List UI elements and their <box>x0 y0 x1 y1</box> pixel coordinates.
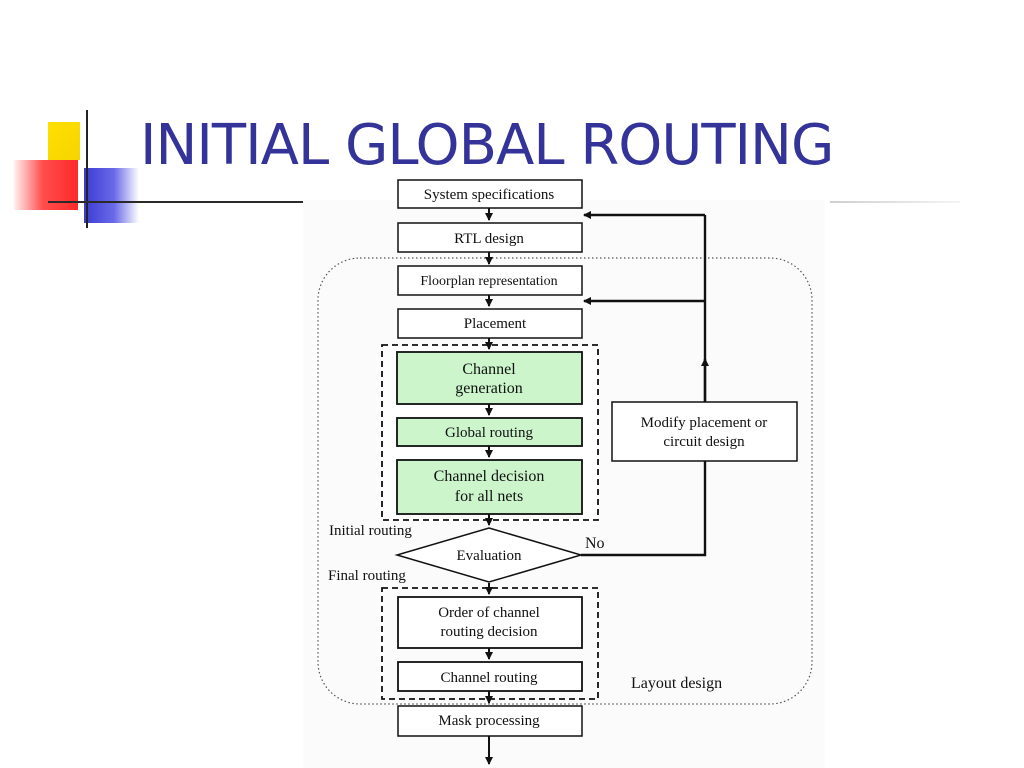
node-mask-processing-label: Mask processing <box>438 713 540 729</box>
node-order-channel-routing: Order of channel routing decision <box>397 596 583 649</box>
node-rtl-design-label: RTL design <box>454 231 524 247</box>
label-final-routing: Final routing <box>328 568 406 584</box>
node-rtl-design: RTL design <box>397 222 583 253</box>
node-modify-line2: circuit design <box>663 434 745 450</box>
label-initial-routing: Initial routing <box>329 523 412 539</box>
node-channel-decision-line1: Channel decision <box>434 468 545 485</box>
decor-horizontal-line-fade <box>830 201 960 203</box>
node-global-routing-label: Global routing <box>445 425 533 441</box>
node-channel-generation-line1: Channel <box>462 361 516 378</box>
decor-yellow-square <box>48 122 80 160</box>
node-order-line1: Order of channel <box>438 605 540 621</box>
node-global-routing: Global routing <box>396 417 583 447</box>
node-order-line2: routing decision <box>440 624 538 640</box>
slide-title: INITIAL GLOBAL ROUTING <box>140 113 834 178</box>
layout-design-region <box>317 257 813 705</box>
node-channel-decision-line2: for all nets <box>455 488 523 505</box>
label-layout-design: Layout design <box>631 675 722 692</box>
node-evaluation-diamond: Evaluation <box>394 527 584 583</box>
node-system-specifications-label: System specifications <box>424 187 555 203</box>
decor-vertical-line <box>86 110 88 228</box>
node-channel-generation-line2: generation <box>455 380 523 397</box>
decor-blue-square <box>84 168 139 223</box>
node-modify-line1: Modify placement or <box>641 415 768 431</box>
node-evaluation-label: Evaluation <box>457 548 522 564</box>
node-floorplan-label: Floorplan representation <box>420 274 557 289</box>
node-mask-processing: Mask processing <box>397 705 583 737</box>
node-modify-placement: Modify placement or circuit design <box>611 401 798 462</box>
node-placement-label: Placement <box>464 316 527 332</box>
node-channel-generation: Channel generation <box>396 351 583 405</box>
node-channel-routing-label: Channel routing <box>440 670 538 686</box>
decor-horizontal-line <box>48 201 304 203</box>
node-system-specifications: System specifications <box>397 179 583 209</box>
node-placement: Placement <box>397 308 583 339</box>
edge-feedback-trunk <box>581 215 707 557</box>
label-no: No <box>585 535 605 552</box>
node-channel-routing: Channel routing <box>397 661 583 692</box>
node-channel-decision: Channel decision for all nets <box>396 459 583 515</box>
node-floorplan: Floorplan representation <box>397 265 583 296</box>
